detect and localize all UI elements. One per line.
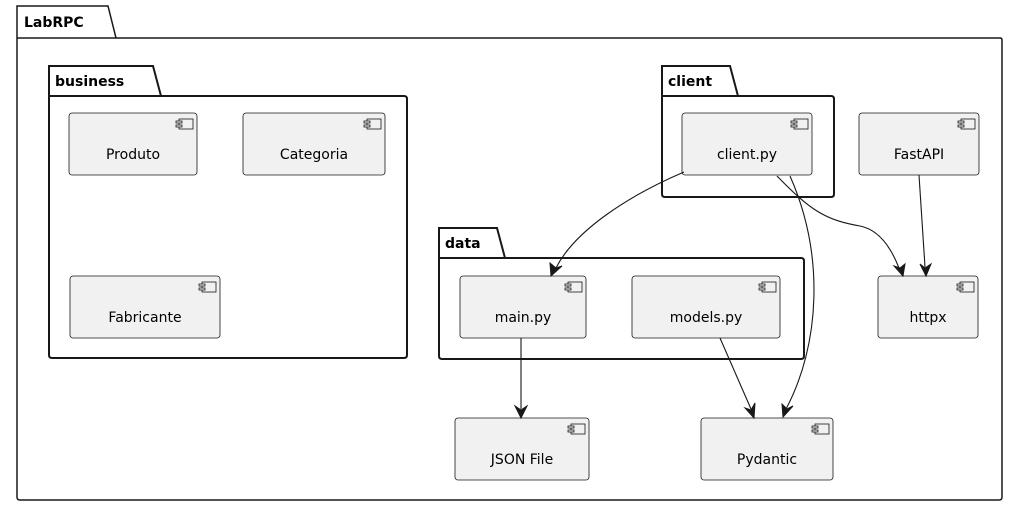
package-labrpc-label: LabRPC: [24, 15, 84, 31]
component-httpx-label: httpx: [909, 310, 946, 326]
component-fastapi-label: FastAPI: [894, 147, 944, 163]
arrowhead: [513, 404, 529, 420]
package-client-label: client: [668, 74, 712, 90]
component-json-file: JSON File: [454, 417, 590, 481]
component-httpx: httpx: [877, 275, 979, 339]
component-client-py-label: client.py: [717, 147, 777, 163]
edge-fastapi-to-httpx: [918, 174, 933, 278]
arrowhead: [781, 402, 794, 419]
component-pydantic: Pydantic: [700, 417, 834, 481]
edge-main-py-to-json-file: [513, 338, 529, 420]
component-client-py: client.py: [681, 112, 813, 176]
package-data-label: data: [445, 236, 481, 252]
edge-models-py-to-pydantic: [719, 337, 756, 420]
arrowhead: [919, 262, 933, 278]
arrowhead: [743, 402, 756, 420]
component-json-file-label: JSON File: [490, 452, 553, 468]
component-fabricante-label: Fabricante: [108, 310, 181, 326]
edge-client-py-to-httpx: [776, 175, 906, 278]
arrowhead: [892, 262, 906, 278]
edge-client-py-to-main-py: [549, 171, 685, 278]
component-categoria-label: Categoria: [280, 147, 348, 163]
component-categoria: Categoria: [242, 112, 386, 176]
component-models-py-label: models.py: [670, 310, 743, 326]
arrowhead: [549, 261, 563, 278]
component-fabricante: Fabricante: [69, 275, 221, 339]
package-business-label: business: [55, 74, 124, 90]
component-produto: Produto: [68, 112, 198, 176]
component-produto-label: Produto: [106, 147, 160, 163]
component-main-py-label: main.py: [495, 310, 552, 326]
component-fastapi: FastAPI: [858, 112, 980, 176]
component-pydantic-label: Pydantic: [737, 452, 797, 468]
component-models-py: models.py: [631, 275, 781, 339]
edge-client-py-to-pydantic: [781, 175, 815, 419]
component-main-py: main.py: [459, 275, 587, 339]
